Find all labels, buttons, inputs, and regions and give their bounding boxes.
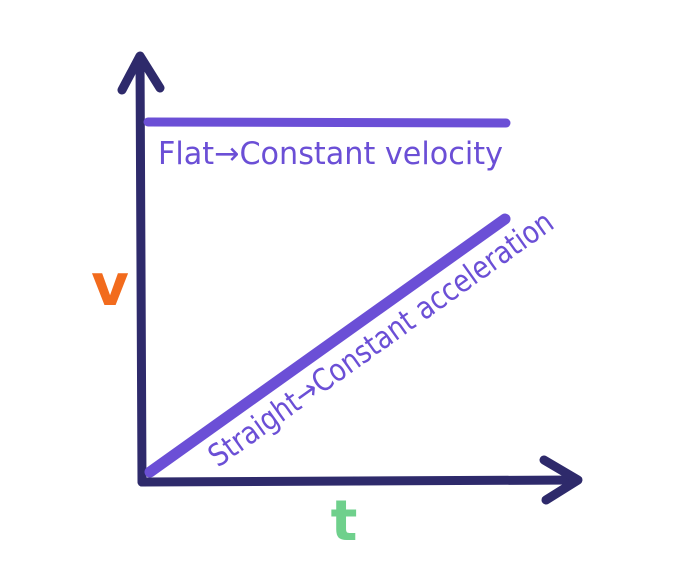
flat-annotation: Flat→Constant velocity — [158, 136, 503, 172]
y-axis-arrowhead — [117, 51, 165, 95]
x-axis — [137, 455, 583, 505]
constant-acceleration-line — [144, 213, 511, 478]
y-axis-line — [135, 53, 147, 487]
x-axis-line — [137, 475, 581, 487]
x-axis-arrowhead — [539, 455, 583, 505]
y-axis — [117, 51, 165, 487]
straight-annotation: Straight→Constant acceleration — [202, 204, 561, 474]
y-axis-label: v — [91, 251, 129, 319]
constant-velocity-line — [143, 117, 511, 128]
x-axis-label: t — [331, 489, 358, 554]
